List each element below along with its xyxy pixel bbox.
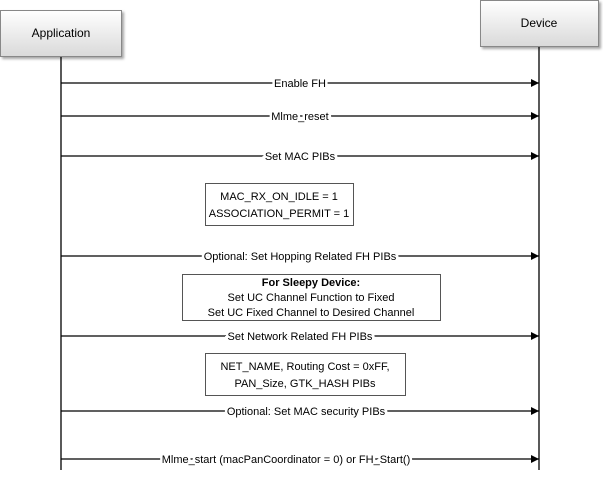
message-label: Set Network Related FH PIBs	[228, 331, 373, 343]
message-set-mac-pibs: Set MAC PIBs	[61, 149, 539, 166]
note-line: ASSOCIATION_PERMIT = 1	[209, 208, 350, 220]
message-enable-fh: Enable FH	[61, 76, 539, 93]
note-line: Set UC Fixed Channel to Desired Channel	[208, 307, 415, 319]
note-line: PAN_Size, GTK_HASH PIBs	[234, 378, 376, 390]
message-optional-hopping-fh-pibs: Optional: Set Hopping Related FH PIBs	[61, 249, 539, 266]
message-label: Optional: Set MAC security PIBs	[227, 406, 386, 418]
note-title: For Sleepy Device:	[262, 277, 360, 289]
application-participant: Application	[0, 10, 122, 57]
message-label: Set MAC PIBs	[265, 151, 336, 163]
note-net-name: NET_NAME, Routing Cost = 0xFF, PAN_Size,…	[205, 353, 406, 396]
message-mlme-start: Mlme_start (macPanCoordinator = 0) or FH…	[61, 452, 539, 469]
note-line: MAC_RX_ON_IDLE = 1	[220, 191, 338, 203]
message-mlme-reset: Mlme_reset	[61, 109, 539, 126]
message-set-network-fh-pibs: Set Network Related FH PIBs	[61, 329, 539, 346]
message-label: Optional: Set Hopping Related FH PIBs	[204, 251, 397, 263]
message-label: Enable FH	[274, 78, 326, 90]
message-optional-mac-security-pibs: Optional: Set MAC security PIBs	[61, 404, 539, 421]
note-mac-rx-on-idle: MAC_RX_ON_IDLE = 1 ASSOCIATION_PERMIT = …	[205, 183, 354, 226]
device-label: Device	[521, 16, 558, 30]
application-label: Application	[32, 26, 91, 40]
note-line: Set UC Channel Function to Fixed	[228, 292, 395, 304]
device-participant: Device	[480, 0, 599, 47]
note-line: NET_NAME, Routing Cost = 0xFF,	[220, 361, 389, 373]
note-sleepy-device: For Sleepy Device: Set UC Channel Functi…	[182, 274, 441, 321]
message-label: Mlme_reset	[271, 111, 328, 123]
message-label: Mlme_start (macPanCoordinator = 0) or FH…	[162, 454, 411, 466]
